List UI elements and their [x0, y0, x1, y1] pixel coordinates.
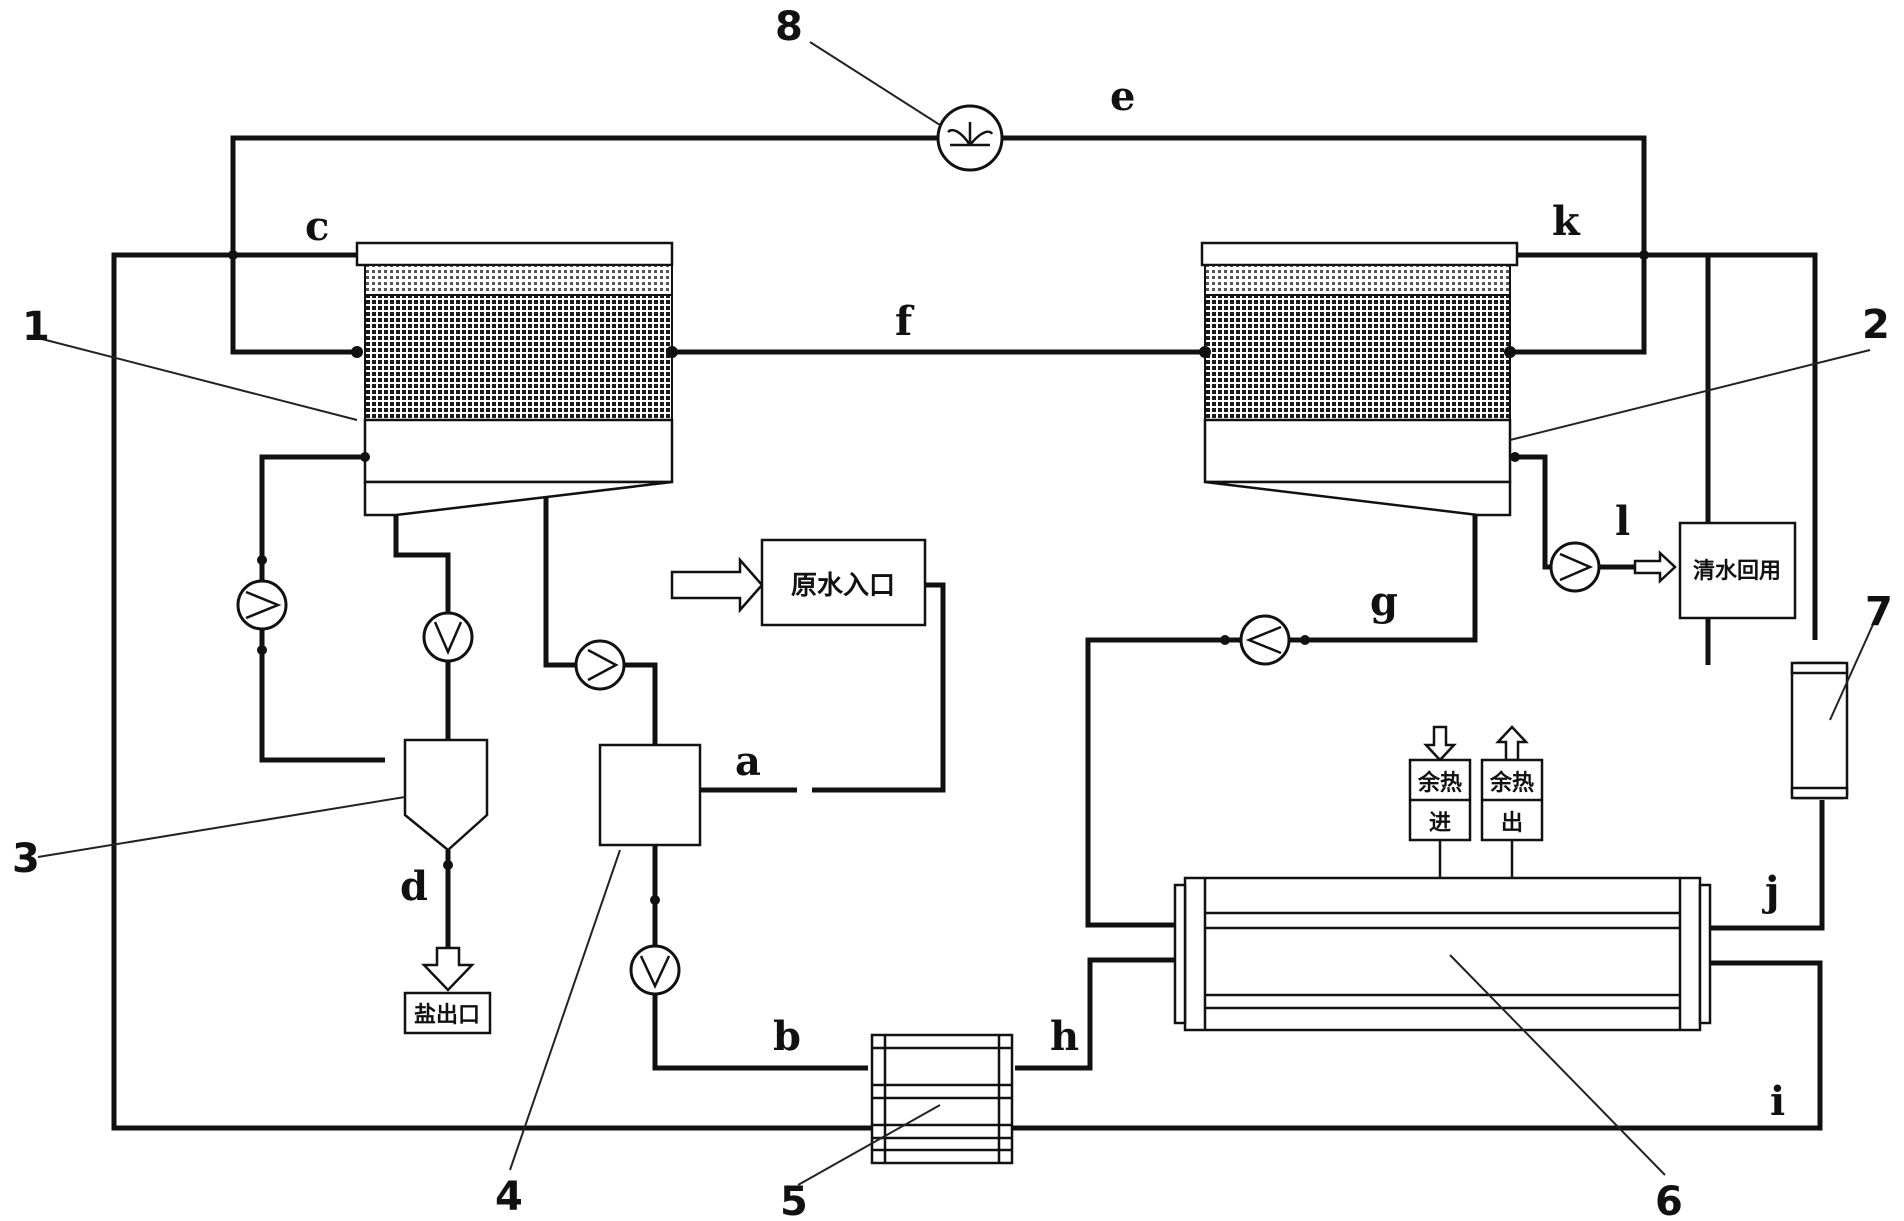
tower-1-header: [355, 241, 674, 267]
tower-2-packing: [1204, 294, 1511, 421]
salt-outlet-label: 盐出口: [414, 1003, 480, 1028]
stream-h: h: [1050, 1013, 1079, 1060]
stream-d: d: [400, 863, 428, 910]
pump-l: [1549, 541, 1601, 593]
waste-heat-in-label-top: 余热: [1417, 770, 1462, 796]
clean-water-reuse-box: [1678, 521, 1797, 620]
stream-f: f: [895, 298, 915, 345]
label-8: 8: [775, 4, 803, 50]
fan-8: [936, 104, 1004, 172]
salt-outlet-box: [403, 991, 492, 1035]
stream-g: g: [1370, 578, 1398, 625]
raw-water-inlet-box: [760, 538, 927, 627]
tower-2-basin: [1204, 480, 1512, 517]
label-6: 6: [1655, 1179, 1683, 1221]
stream-j: j: [1762, 868, 1779, 915]
stream-e: e: [1110, 73, 1135, 120]
tower-1-basin: [363, 480, 673, 517]
stream-c: c: [305, 203, 329, 250]
waste-heat-in-label-bottom: 进: [1429, 811, 1451, 836]
heat-exchanger-5: [870, 1033, 1014, 1165]
leader-1: [37, 337, 358, 421]
waste-heat-in-arrow-icon: [1423, 725, 1457, 762]
pipe-k: [1510, 252, 1818, 640]
tower-1-packing: [364, 294, 673, 421]
stream-l: l: [1615, 498, 1630, 545]
pipe-joints: [228, 250, 1649, 905]
clean-water-reuse-label: 清水回用: [1693, 558, 1781, 584]
tower-2: [1200, 241, 1519, 517]
clean-water-arrow-icon: [1633, 550, 1677, 584]
label-3: 3: [12, 836, 40, 882]
pump-tower1-to-mixer: [574, 639, 626, 691]
label-5: 5: [780, 1179, 808, 1221]
leader-2: [1509, 349, 1871, 441]
label-7: 7: [1865, 589, 1893, 635]
pipe-h: [1015, 957, 1175, 1071]
stream-b: b: [773, 1013, 801, 1060]
raw-water-inlet-label: 原水入口: [791, 571, 895, 601]
waste-heat-out-arrow-icon: [1495, 725, 1529, 762]
pump-g: [1239, 614, 1291, 666]
pipe-a-2: [812, 582, 946, 793]
heater-7: [1790, 661, 1849, 800]
leader-6: [1449, 954, 1666, 1176]
pump-mixer-b: [629, 944, 681, 996]
stream-a: a: [735, 738, 761, 785]
pump-crystallizer-return: [236, 579, 288, 631]
leader-5: [797, 1104, 941, 1186]
pipe-j: [1710, 800, 1825, 931]
waste-heat-out-label-top: 余热: [1489, 770, 1534, 796]
mixing-tank: [598, 743, 702, 847]
heat-exchanger-6: [1173, 876, 1712, 1032]
stream-i: i: [1770, 1078, 1785, 1125]
leader-8: [809, 41, 941, 126]
pipe-b: [652, 845, 868, 1071]
tower-2-header: [1200, 241, 1519, 267]
pipe-tower1-to-mixer: [543, 480, 658, 745]
raw-water-arrow-icon: [670, 556, 764, 614]
pipe-g: [1085, 515, 1478, 928]
tower-1: [355, 241, 674, 517]
label-4: 4: [495, 1174, 523, 1220]
crystallizer: [403, 738, 489, 852]
salt-outlet-arrow-icon: [421, 946, 475, 992]
leader-3: [37, 796, 406, 858]
waste-heat-out-label-bottom: 出: [1501, 811, 1523, 836]
leader-7: [1829, 619, 1876, 721]
stream-k: k: [1552, 198, 1581, 245]
pump-crystallizer-feed: [422, 611, 474, 663]
leader-4: [509, 849, 621, 1171]
label-2: 2: [1862, 302, 1890, 348]
label-1: 1: [22, 304, 50, 350]
